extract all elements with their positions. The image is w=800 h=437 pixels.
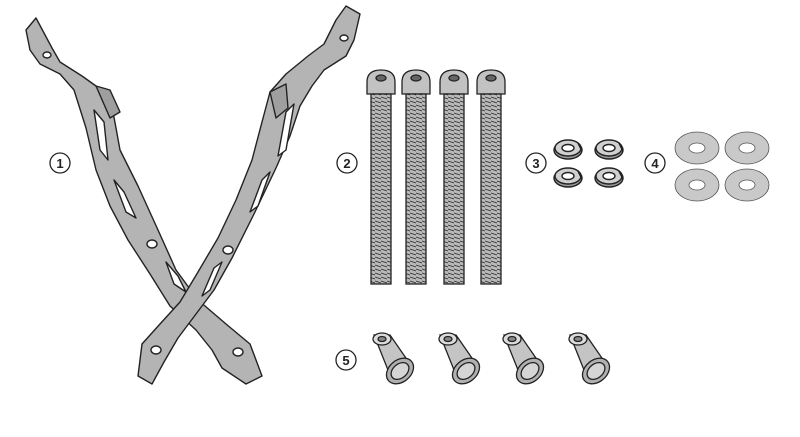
- right-bracket-arm: [137, 5, 361, 385]
- callout-1-label: 1: [56, 156, 63, 171]
- callout-3-label: 3: [532, 156, 539, 171]
- split-lock-washer: [594, 139, 624, 160]
- split-lock-washer: [553, 139, 583, 160]
- spacer-bushing: [438, 332, 481, 385]
- flat-washer: [724, 131, 770, 165]
- callout-2-label: 2: [343, 156, 350, 171]
- flat-washer: [674, 168, 720, 202]
- flat-washers-part: [674, 131, 770, 202]
- long-screw: [439, 69, 469, 285]
- callout-4: 4: [644, 152, 666, 174]
- bracket-frame-part: [25, 5, 361, 385]
- split-lock-washer: [553, 167, 583, 188]
- callout-5: 5: [335, 349, 357, 371]
- callout-2: 2: [336, 152, 358, 174]
- callout-3: 3: [525, 152, 547, 174]
- callout-4-label: 4: [651, 156, 659, 171]
- flat-washer: [724, 168, 770, 202]
- spacer-bushing: [372, 332, 415, 385]
- callout-1: 1: [49, 152, 71, 174]
- long-screws-part: [366, 69, 506, 285]
- split-lock-washer: [594, 167, 624, 188]
- spacer-bushing: [568, 332, 611, 385]
- spacer-bushings-part: [372, 332, 611, 385]
- split-lock-washers-part: [553, 139, 624, 188]
- long-screw: [401, 69, 431, 285]
- callout-5-label: 5: [342, 353, 349, 368]
- left-bracket-arm: [25, 17, 263, 385]
- flat-washer: [674, 131, 720, 165]
- long-screw: [366, 69, 396, 285]
- long-screw: [476, 69, 506, 285]
- spacer-bushing: [502, 332, 545, 385]
